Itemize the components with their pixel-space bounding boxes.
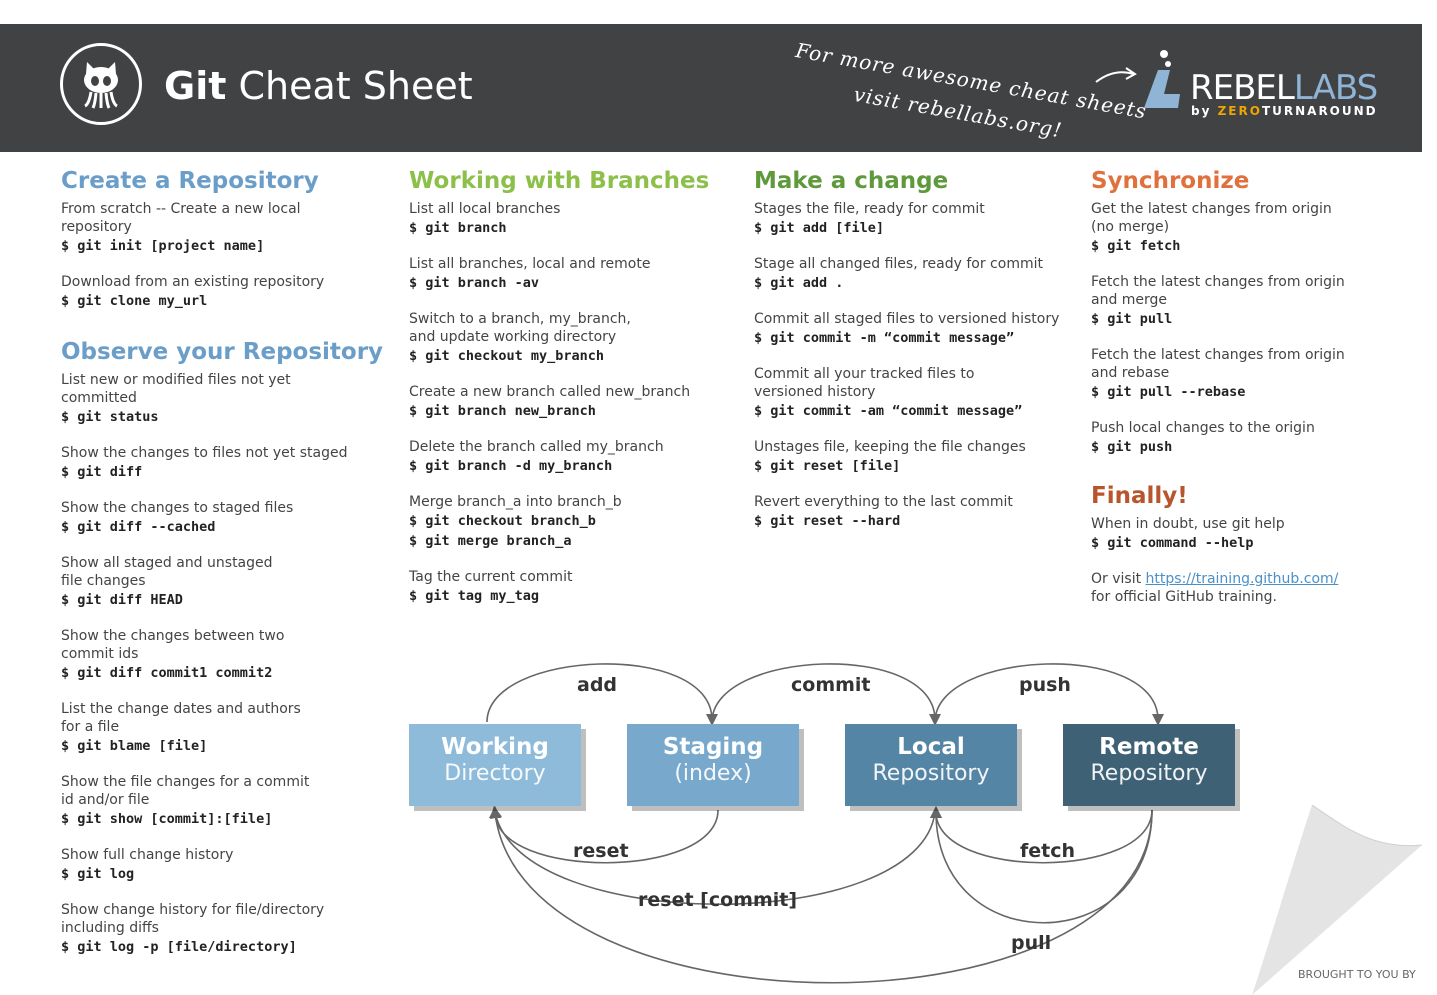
sync-item: Fetch the latest changes from origin and… (1091, 274, 1345, 327)
heading-create-repository: Create a Repository (61, 168, 319, 194)
pull-arrow-to-local (930, 806, 1153, 924)
heading-synchronize: Synchronize (1091, 168, 1250, 194)
header-banner: Git Cheat Sheet For more awesome cheat s… (0, 24, 1422, 152)
branch-item: List all local branches $ git branch (409, 201, 561, 236)
heading-finally: Finally! (1091, 483, 1188, 509)
remote-repository-box: Remote Repository (1063, 724, 1235, 806)
add-arrow (486, 663, 718, 726)
label-push: push (1019, 674, 1071, 696)
fetch-arrow (930, 806, 1153, 864)
label-commit: commit (791, 674, 871, 696)
sync-item: Get the latest changes from origin (no m… (1091, 201, 1332, 254)
column-synchronize: Synchronize Get the latest changes from … (1091, 168, 1391, 606)
observe-item: List new or modified files not yet commi… (61, 372, 291, 425)
observe-item: Show the file changes for a commit id an… (61, 774, 310, 827)
reset-arrow (489, 806, 719, 864)
observe-item: Show the changes to staged files $ git d… (61, 500, 294, 535)
heading-observe-repository: Observe your Repository (61, 339, 384, 365)
page-title: Git Cheat Sheet (164, 64, 473, 108)
label-reset-commit: reset [commit] (638, 889, 798, 911)
change-item: Unstages file, keeping the file changes … (754, 439, 1026, 474)
column-create-observe: Create a Repository From scratch -- Crea… (61, 168, 384, 974)
local-repository-box: Local Repository (845, 724, 1017, 806)
zeroturnaround-logo: by ZEROTURNAROUND (1191, 104, 1378, 118)
branch-item: Delete the branch called my_branch $ git… (409, 439, 664, 474)
branch-item: Create a new branch called new_branch $ … (409, 384, 691, 419)
label-reset: reset (573, 840, 629, 862)
training-note: Or visit https://training.github.com/ fo… (1091, 571, 1339, 605)
create-item: From scratch -- Create a new local repos… (61, 201, 301, 254)
heading-make-a-change: Make a change (754, 168, 949, 194)
commit-arrow (711, 663, 941, 726)
branch-item: List all branches, local and remote $ gi… (409, 256, 651, 291)
label-add: add (577, 674, 618, 696)
change-item: Revert everything to the last commit $ g… (754, 494, 1013, 529)
reset-commit-arrow (490, 806, 936, 906)
heading-working-with-branches: Working with Branches (409, 168, 710, 194)
label-pull: pull (1011, 932, 1052, 954)
github-octocat-icon (60, 43, 142, 125)
observe-item: Show the changes between two commit ids … (61, 628, 285, 681)
rebellabs-flask-icon (1144, 50, 1180, 108)
promo-arrow-icon (1095, 67, 1137, 83)
observe-item: List the change dates and authors for a … (61, 701, 301, 754)
branch-item: Switch to a branch, my_branch, and updat… (409, 311, 631, 364)
staging-index-box: Staging (index) (627, 724, 799, 806)
sync-item: Push local changes to the origin $ git p… (1091, 420, 1315, 455)
change-item: Stages the file, ready for commit $ git … (754, 201, 985, 236)
sync-item: Fetch the latest changes from origin and… (1091, 347, 1345, 400)
branch-item: Merge branch_a into branch_b $ git check… (409, 494, 622, 549)
branch-item: Tag the current commit $ git tag my_tag (409, 569, 573, 604)
change-item: Stage all changed files, ready for commi… (754, 256, 1043, 291)
observe-item: Show the changes to files not yet staged… (61, 445, 348, 480)
page-curl-decoration (1252, 805, 1422, 995)
brought-to-you-by: BROUGHT TO YOU BY (1298, 968, 1416, 981)
push-arrow (934, 663, 1164, 726)
change-item: Commit all your tracked files to version… (754, 366, 1023, 419)
rebellabs-logo: REBELLABS (1190, 68, 1378, 108)
column-make-change: Make a change Stages the file, ready for… (754, 168, 1074, 548)
observe-item: Show change history for file/directory i… (61, 902, 325, 955)
label-fetch: fetch (1020, 840, 1076, 862)
pull-arrow-to-working (489, 806, 1153, 984)
finally-item: When in doubt, use git help $ git comman… (1091, 516, 1285, 551)
observe-item: Show full change history $ git log (61, 847, 234, 882)
change-item: Commit all staged files to versioned his… (754, 311, 1060, 346)
observe-item: Show all staged and unstaged file change… (61, 555, 273, 608)
github-training-link[interactable]: https://training.github.com/ (1145, 571, 1339, 587)
create-item: Download from an existing repository $ g… (61, 274, 325, 309)
working-directory-box: Working Directory (409, 724, 581, 806)
column-branches: Working with Branches List all local bra… (409, 168, 739, 623)
